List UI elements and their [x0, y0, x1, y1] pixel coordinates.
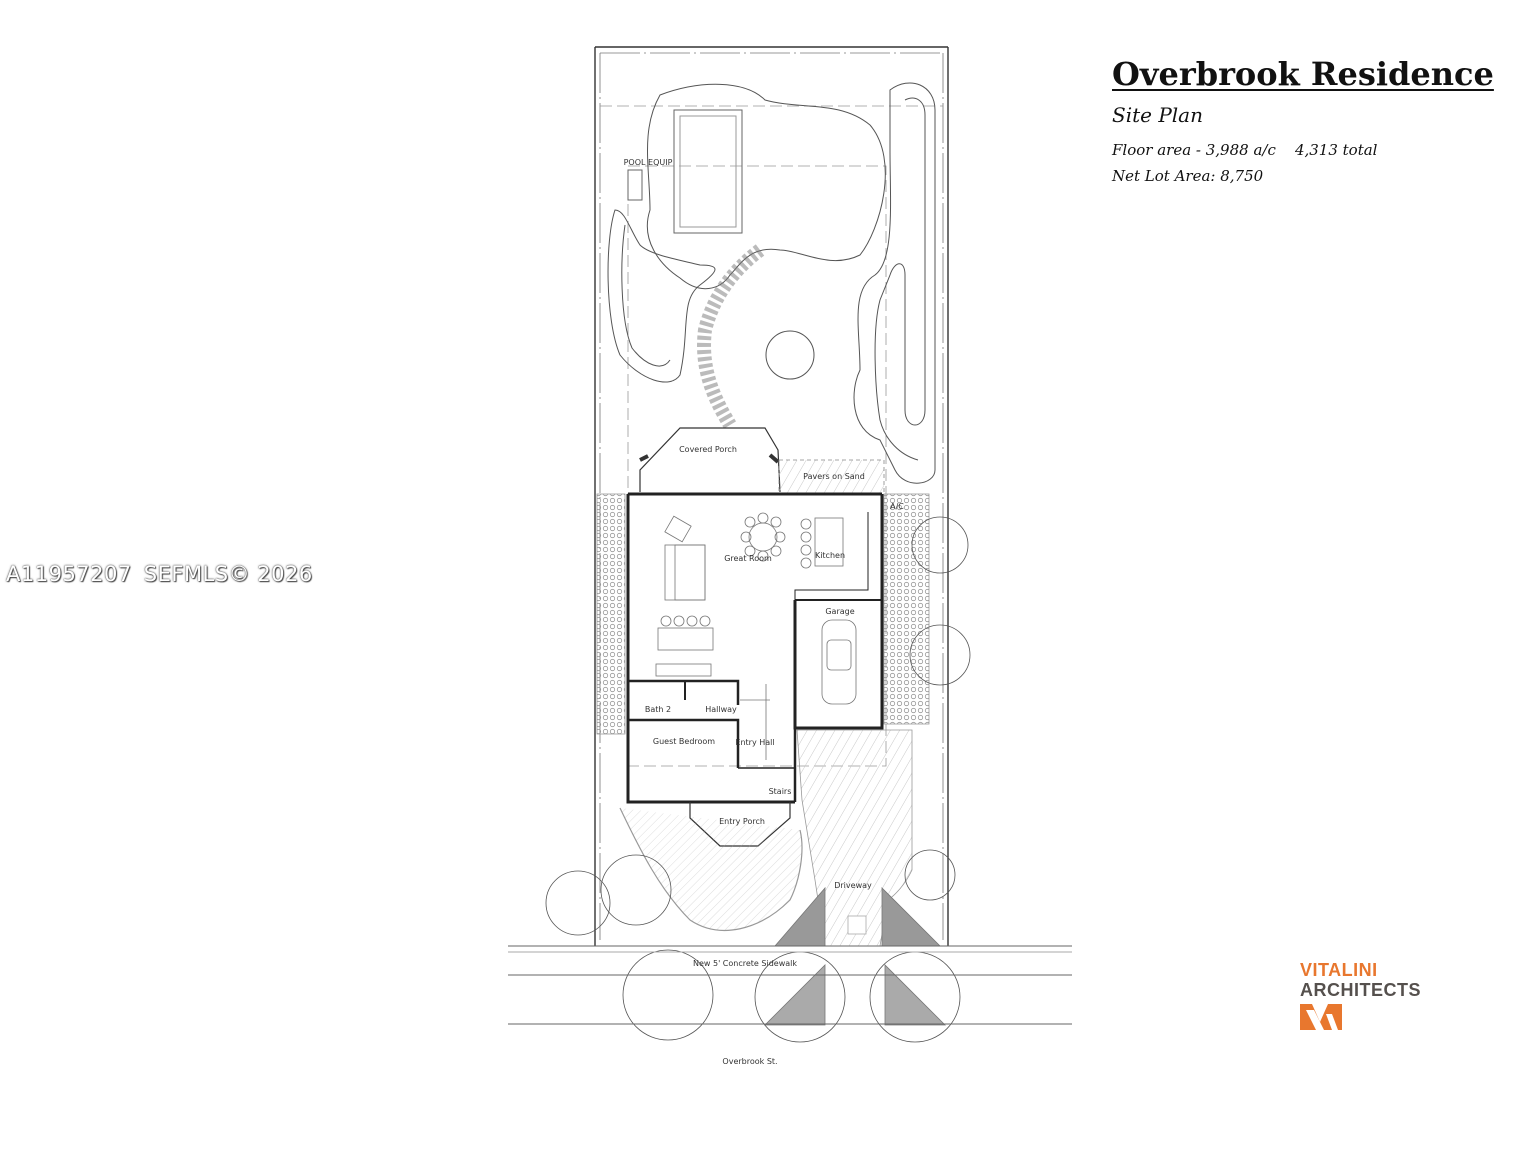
- label-street: Overbrook St.: [722, 1057, 777, 1066]
- planting-bed-east: [883, 493, 930, 725]
- label-sidewalk: New 5' Concrete Sidewalk: [693, 959, 797, 968]
- setback-lines: [600, 105, 943, 767]
- entry-porch: [619, 802, 803, 931]
- lot-area: Net Lot Area: 8,750: [1112, 167, 1264, 185]
- label-kitchen: Kitchen: [815, 551, 845, 560]
- firm-name-line1: VITALINI: [1300, 960, 1378, 980]
- label-pavers: Pavers on Sand: [803, 472, 865, 481]
- label-great-room: Great Room: [724, 554, 772, 563]
- label-bath: Bath 2: [645, 705, 671, 714]
- sidewalk: [508, 945, 1072, 1025]
- house-walls: [626, 492, 884, 804]
- driveway: [774, 729, 941, 947]
- label-ac: A/C: [890, 502, 904, 511]
- page-title: Overbrook Residence: [1112, 55, 1494, 93]
- label-garage: Garage: [825, 607, 854, 616]
- label-guest-bedroom: Guest Bedroom: [653, 737, 715, 746]
- label-entry-porch: Entry Porch: [719, 817, 765, 826]
- copyright: SEFMLS© 2026: [143, 562, 313, 586]
- floor-area: Floor area - 3,988 a/c 4,313 total: [1112, 141, 1494, 159]
- planting-bed-west: [596, 493, 626, 735]
- trees: [545, 516, 971, 1043]
- label-covered-porch: Covered Porch: [679, 445, 737, 454]
- backyard-landscape: [607, 82, 936, 484]
- firm-logo: VITALINI ARCHITECTS: [1300, 960, 1421, 1030]
- listing-id: A11957207: [6, 562, 132, 586]
- floor-area-ac: Floor area - 3,988 a/c: [1112, 141, 1276, 159]
- title-block: Overbrook Residence Site Plan Floor area…: [1112, 55, 1494, 193]
- furniture: [655, 512, 857, 760]
- floor-area-total: 4,313 total: [1294, 141, 1378, 159]
- covered-porch: [639, 427, 781, 493]
- firm-name-line2: ARCHITECTS: [1300, 980, 1421, 1000]
- firm-logo-mark-icon: [1300, 1004, 1342, 1030]
- mls-watermark: A11957207 SEFMLS© 2026: [6, 562, 325, 586]
- label-stairs: Stairs: [769, 787, 792, 796]
- property-boundary: [594, 46, 949, 946]
- page-subtitle: Site Plan: [1112, 103, 1203, 127]
- label-driveway: Driveway: [834, 881, 872, 890]
- label-entry-hall: Entry Hall: [735, 738, 774, 747]
- label-hallway: Hallway: [705, 705, 737, 714]
- label-pool-equip: POOL EQUIP: [624, 158, 673, 167]
